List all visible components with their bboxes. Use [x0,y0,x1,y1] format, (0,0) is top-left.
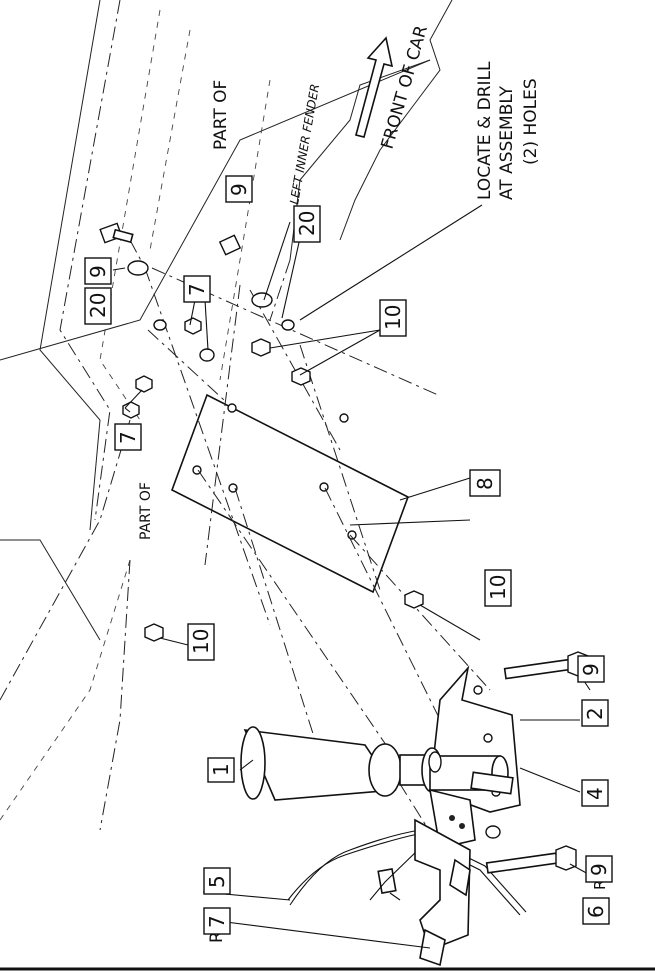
svg-text:(2) HOLES: (2) HOLES [521,78,541,165]
svg-text:10: 10 [486,575,510,600]
cylinder [240,726,509,801]
part-of-top-label: PART OF [211,80,231,150]
svg-text:2: 2 [583,707,607,720]
callout-9-bottom: 9 [585,855,613,883]
part-of-left-label: PART OF [138,482,154,540]
callout-9-right: 9 [577,655,605,683]
mounting-plate [171,393,409,594]
inner-fender-outline [0,0,453,831]
svg-text:9: 9 [587,863,611,876]
svg-text:7: 7 [116,431,140,444]
left-inner-fender-label: LEFT INNER FENDER [287,83,322,206]
callout-20-top-left: 20 [84,287,112,325]
callout-8: 8 [469,469,501,497]
assembly-centerlines [129,239,491,881]
callout-2: 2 [581,699,609,727]
callout-4: 4 [581,779,609,807]
svg-text:7: 7 [185,283,209,296]
callout-9-top-right: 9 [225,175,253,203]
bolt-right [503,651,589,680]
callout-10-left: 10 [187,623,215,661]
hardware [99,222,424,642]
callout-7-bottom: 7 [203,907,231,935]
svg-text:9: 9 [86,265,110,278]
svg-text:10: 10 [189,629,213,654]
svg-text:4: 4 [583,787,607,800]
callout-20-top-right: 20 [293,205,321,243]
locate-drill-note: LOCATE & DRILL AT ASSEMBLY (2) HOLES [299,61,541,321]
svg-text:AT ASSEMBLY: AT ASSEMBLY [497,85,517,200]
svg-text:20: 20 [86,293,110,318]
svg-text:20: 20 [295,211,319,236]
svg-text:8: 8 [473,477,497,490]
bottom-clamp [414,818,471,967]
callout-7-top: 7 [183,275,211,303]
front-of-car-arrow [355,36,394,138]
svg-text:6: 6 [584,905,608,918]
svg-text:1: 1 [209,763,233,776]
callout-10-top: 10 [379,299,407,337]
svg-text:5: 5 [205,875,229,888]
svg-text:10: 10 [381,305,405,330]
callout-10-mid: 10 [484,569,512,607]
callout-leaders [112,221,591,949]
svg-text:9: 9 [579,663,603,676]
svg-text:LOCATE & DRILL: LOCATE & DRILL [475,61,495,200]
cable [287,829,527,916]
callout-7-left: 7 [114,423,142,451]
callout-9-top-left: 9 [84,257,112,285]
bolt-bottom [485,845,577,874]
callout-1: 1 [207,757,235,783]
svg-text:7: 7 [205,915,229,928]
svg-text:9: 9 [227,183,251,196]
